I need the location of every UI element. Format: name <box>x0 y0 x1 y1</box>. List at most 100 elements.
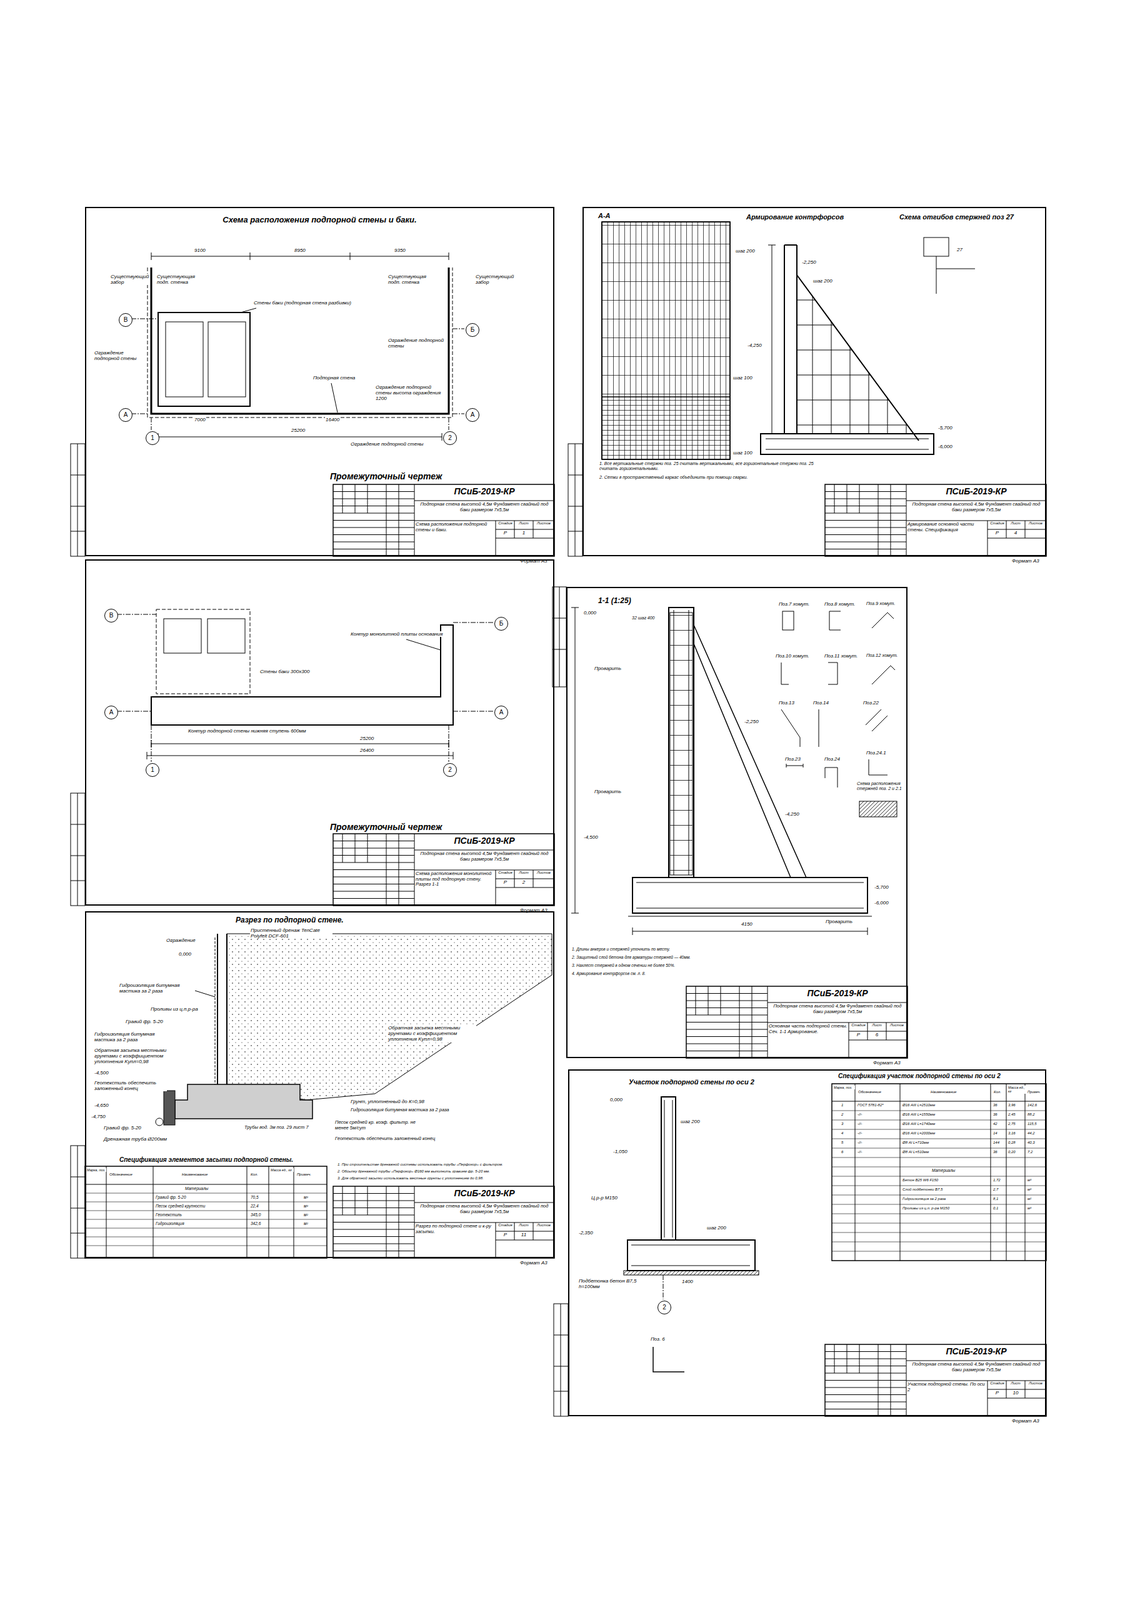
binding-stamps-line <box>553 1303 569 1417</box>
title-block-field: Стадия <box>496 521 515 526</box>
drawing-label: Поз.8 хомут. <box>823 601 856 607</box>
counterfort-reinforcement-line <box>784 245 797 434</box>
title-block-field: Листов <box>1025 1381 1047 1386</box>
drawing-label: 14 <box>992 1131 999 1136</box>
counterfort-reinforcement-line <box>765 438 929 450</box>
axis-mark: 1 <box>150 435 155 442</box>
drawing-label: Обозначение <box>857 1090 882 1095</box>
drawing-label: Песок средней кр. коэф. фильтр. не менее… <box>334 1120 424 1131</box>
plan-wall-and-tanks-line <box>151 252 449 260</box>
counterfort-reinforcement-line <box>936 256 975 294</box>
drawing-label: 144 <box>992 1140 1000 1145</box>
drawing-label: Наименование <box>181 1172 209 1177</box>
title-block-field: Схема расположения подпорной стены и бак… <box>415 521 495 533</box>
drawing-label: Дренажная труба Ø200мм <box>103 1136 168 1142</box>
drawing-label: шаг 200 <box>706 1225 727 1231</box>
drawing-label: шаг 200 <box>680 1118 701 1125</box>
plan-wall-and-tanks-line <box>165 321 204 397</box>
drawing-label: 3 <box>840 1121 844 1127</box>
drawing-sheet: Схема расположения подпорной стены и бак… <box>85 206 555 557</box>
drawing-label: 1400 <box>681 1278 694 1285</box>
drawing-label: -4,750 <box>90 1113 107 1120</box>
drawing-label: Кол. <box>250 1172 259 1177</box>
axis-bubble: 1 <box>145 431 160 445</box>
drawing-label: 1 <box>840 1103 844 1108</box>
axis-bubble: 2 <box>443 763 457 777</box>
drawing-label: 8950 <box>293 247 307 254</box>
binding-stamps-line <box>70 1145 85 1259</box>
drawing-label: Поз.23 <box>784 756 802 762</box>
drawing-label: -1,050 <box>612 1148 629 1155</box>
binding-stamps-line <box>553 1303 569 1417</box>
wall-section-reinforcement-line <box>781 709 800 747</box>
drawing-label: -//- <box>856 1131 863 1136</box>
drawing-label: Поз.11 хомут. <box>823 653 859 659</box>
format-mark: Формат А3 <box>520 1260 548 1266</box>
drawing-label: -6,000 <box>937 443 954 450</box>
drawing-label: Поз.7 хомут. <box>778 601 810 607</box>
drawing-label: 1. Все вертикальные стержни поз. 25 счит… <box>598 461 822 472</box>
drawing-label: 3,96 <box>1007 1103 1017 1108</box>
sheet-heading: Схема отгибов стержней поз 27 <box>899 213 1014 222</box>
title-block-field: Лист <box>514 870 534 875</box>
drawing-label: Поз. 6 <box>650 1336 666 1342</box>
wall-section-reinforcement-line <box>632 927 868 935</box>
title-block: ПСиБ-2019-КРПодпорная стена высотой 4,5м… <box>825 1344 1047 1417</box>
drawing-label: шаг 100 <box>732 450 754 456</box>
drawing-code: ПСиБ-2019-КР <box>414 486 555 497</box>
drawing-label: Проварить <box>825 918 854 925</box>
drawing-label: Материалы <box>931 1168 956 1173</box>
drawing-label: 70,5 <box>250 1195 260 1200</box>
drawing-label: Ограждение подпорной стены <box>387 337 445 349</box>
wall-section-reinforcement-line <box>782 611 794 630</box>
drawing-label: 0,000 <box>583 610 597 616</box>
counterfort-reinforcement-line <box>796 296 908 434</box>
drawing-label: -2,250 <box>801 259 817 265</box>
drawing-label: Проливы из ц.п. р-ра М150 <box>901 1206 950 1211</box>
drawing-label: Песок средней крупности <box>155 1203 206 1209</box>
drawing-label: 3,16 <box>1007 1131 1017 1136</box>
drawing-label: м³ <box>1026 1187 1032 1192</box>
drawing-label: Пристенный дренаж TenCate Polyfelt DCF-6… <box>250 927 333 939</box>
axis-bubble: 1 <box>145 763 160 777</box>
wall-section-reinforcement-line <box>693 625 807 878</box>
foundation-slab-plan-line <box>146 740 454 760</box>
plan-wall-and-tanks-line <box>158 433 442 441</box>
title-block-field: 6 <box>867 1031 887 1038</box>
drawing-label: Бетон В25 W6 F150 <box>901 1178 939 1183</box>
title-block: ПСиБ-2019-КРПодпорная стена высотой 4,5м… <box>333 484 555 557</box>
drawing-label: Кол. <box>993 1090 1002 1095</box>
drawing-label: м³ <box>1026 1178 1032 1183</box>
title-block: ПСиБ-2019-КРПодпорная стена высотой 4,5м… <box>686 986 908 1059</box>
backfill-section-line <box>85 1166 327 1259</box>
drawing-label: Обратная засыпка местными грунтами с коэ… <box>387 1025 477 1043</box>
title-block-field: Р <box>988 530 1007 536</box>
backfill-section-line <box>195 990 215 997</box>
wall-section-reinforcement-line <box>859 801 897 817</box>
counterfort-reinforcement-line <box>760 433 934 455</box>
drawing-label: Марка, поз. <box>833 1085 855 1090</box>
drawing-sheet: Участок подпорной стены по оси 2Формат А… <box>568 1069 1047 1417</box>
drawing-label: м² <box>303 1212 309 1217</box>
wall-section-reinforcement-line <box>571 607 579 914</box>
drawing-label: Ц.р-р М150 <box>590 1195 619 1201</box>
title-block-field: Подпорная стена высотой 4,5м Фундамент с… <box>768 1003 907 1015</box>
drawing-label: 1,72 <box>992 1178 1002 1183</box>
drawing-label: 2. Сетки в пространственный каркас объед… <box>598 475 822 480</box>
drawing-label: 2,75 <box>1007 1121 1017 1127</box>
title-block-field: Лист <box>1006 1381 1025 1386</box>
drawing-label: Поз.14 <box>812 700 830 706</box>
axis-mark: В <box>123 316 129 324</box>
drawing-label: -//- <box>856 1150 863 1155</box>
drawing-label: 4 <box>840 1131 844 1136</box>
counterfort-reinforcement-line <box>923 237 949 257</box>
title-block-field: Р <box>988 1390 1007 1396</box>
drawing-label: Гидроизоляция битумная мастика за 2 раза <box>118 982 195 994</box>
drawing-label: Гидроизоляция битумная мастика за 2 раза <box>350 1107 450 1114</box>
wall-section-reinforcement-line <box>871 665 895 685</box>
foundation-slab-plan-line <box>163 618 202 654</box>
foundation-slab-plan <box>116 609 494 762</box>
wall-section-reinforcement-line <box>786 763 804 768</box>
drawing-label: Примеч. <box>1026 1090 1042 1094</box>
